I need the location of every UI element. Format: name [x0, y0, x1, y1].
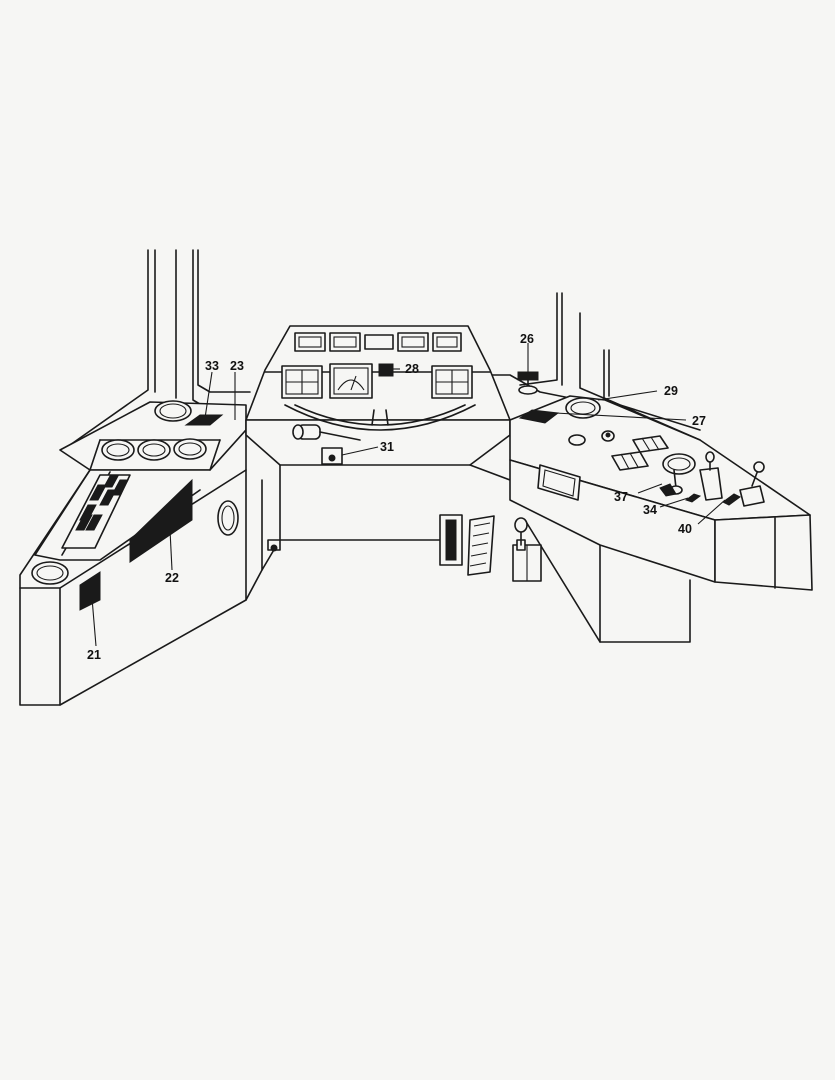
callout-labels: 21 22 23 26 27 28 29 31 33 34 37 40: [87, 332, 706, 662]
footwell: [245, 464, 691, 643]
callout-21: 21: [87, 648, 101, 662]
callout-22: 22: [165, 571, 179, 585]
callout-40: 40: [678, 522, 692, 536]
callout-23: 23: [230, 359, 244, 373]
right-console: [509, 371, 813, 591]
callout-33: 33: [205, 359, 219, 373]
callout-28: 28: [405, 362, 419, 376]
callout-37: 37: [614, 490, 628, 504]
leader-lines: [91, 343, 726, 647]
callout-31: 31: [380, 440, 394, 454]
center-dashboard: [245, 325, 511, 466]
callout-34: 34: [643, 503, 657, 517]
left-console: [19, 400, 247, 706]
callout-26: 26: [520, 332, 534, 346]
callout-29: 29: [664, 384, 678, 398]
callout-27: 27: [692, 414, 706, 428]
